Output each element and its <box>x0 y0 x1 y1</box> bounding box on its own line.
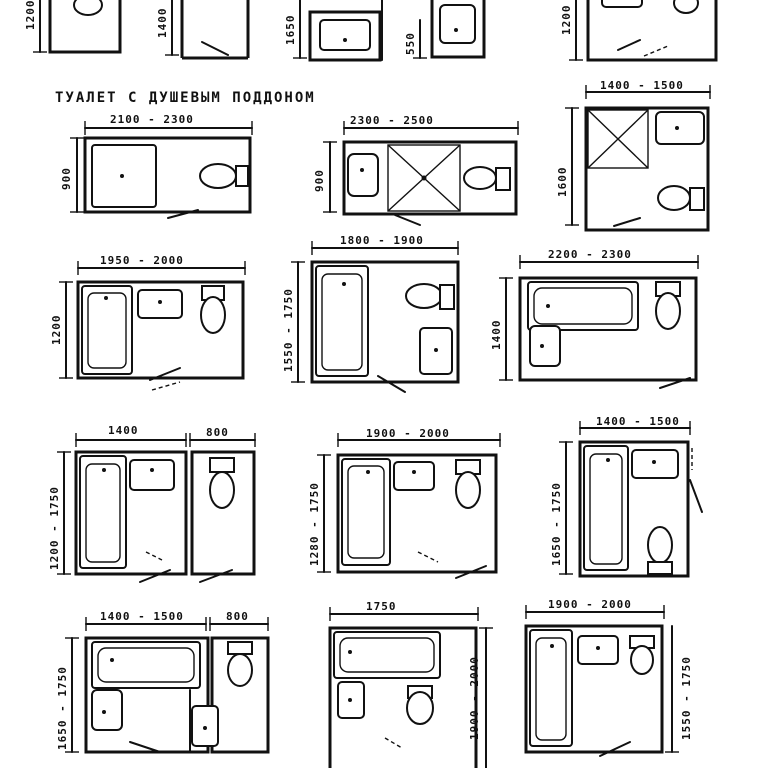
top-dim-4: 550 <box>404 32 417 55</box>
plan-4: 1950 - 2000 1200 <box>50 254 246 391</box>
shower-tray <box>587 109 649 169</box>
plan-8: 1900 - 2000 1280 - 1750 <box>308 427 501 579</box>
plan-1-height: 900 <box>60 167 73 190</box>
plan-7: 1400 800 1200 - 1750 <box>48 424 256 583</box>
plan-10-height: 1650 - 1750 <box>56 666 69 750</box>
bathtub <box>91 641 201 689</box>
bathtub <box>527 281 639 331</box>
plan-9-height: 1650 - 1750 <box>550 482 563 566</box>
plan-5-height: 1550 - 1750 <box>282 288 295 372</box>
toilet-icon <box>73 0 103 16</box>
toilet-icon <box>405 283 443 309</box>
toilet-icon <box>209 471 235 509</box>
sink-icon <box>91 689 123 731</box>
plan-10-width2: 800 <box>226 610 249 623</box>
bathtub <box>81 285 133 375</box>
plan-5-width: 1800 - 1900 <box>340 234 424 247</box>
sink-icon <box>347 153 379 197</box>
top-dim-3: 1650 <box>284 15 297 46</box>
plan-5: 1800 - 1900 1550 - 1750 <box>282 234 460 393</box>
toilet-icon <box>200 296 226 334</box>
plan-8-height: 1280 - 1750 <box>308 482 321 566</box>
sink-icon <box>393 461 435 491</box>
toilet-icon <box>406 691 434 725</box>
toilet-icon <box>630 645 654 675</box>
plan-1: 2100 - 2300 900 <box>60 113 253 219</box>
top-dim-2: 1400 <box>156 8 169 39</box>
section-title: ТУАЛЕТ С ДУШЕВЫМ ПОДДОНОМ <box>55 90 316 106</box>
sink-icon <box>319 19 371 51</box>
toilet-icon-2 <box>673 0 699 14</box>
sink-icon-2 <box>439 4 476 44</box>
bathtub <box>341 458 391 566</box>
bathtub <box>583 445 629 571</box>
plan-11-width: 1750 <box>366 600 397 613</box>
plan-12-height: 1550 - 1750 <box>680 656 693 740</box>
plan-6: 2200 - 2300 1400 <box>490 248 699 389</box>
bathtub <box>79 455 127 569</box>
top-partial-row: 1200 1400 1650 550 1200 <box>24 0 718 62</box>
top-dim-5: 1200 <box>560 5 573 36</box>
toilet-icon <box>647 526 673 564</box>
plan-7-width: 1400 <box>108 424 139 437</box>
plan-12-width: 1900 - 2000 <box>548 598 632 611</box>
sink-icon <box>631 449 679 479</box>
toilet-icon <box>199 163 237 189</box>
sink-icon <box>529 325 561 367</box>
plan-7-height: 1200 - 1750 <box>48 486 61 570</box>
bathtub <box>529 629 573 747</box>
plan-9: 1400 - 1500 1650 - 1750 <box>550 415 703 578</box>
plan-2: 2300 - 2500 900 <box>313 114 519 226</box>
plan-2-width: 2300 - 2500 <box>350 114 434 127</box>
toilet-icon <box>657 185 691 211</box>
plan-3-width: 1400 - 1500 <box>600 79 684 92</box>
bathtub <box>315 265 369 377</box>
plan-11: 1750 1900 - 2000 <box>328 600 493 768</box>
plan-6-height: 1400 <box>490 320 503 351</box>
toilet-icon <box>463 166 497 190</box>
top-dim-1: 1200 <box>24 0 37 30</box>
plan-3-height: 1600 <box>556 167 569 198</box>
bathtub <box>333 631 441 679</box>
shower-tray <box>387 144 461 212</box>
plan-4-width: 1950 - 2000 <box>100 254 184 267</box>
plan-10-width: 1400 - 1500 <box>100 610 184 623</box>
sink-icon <box>129 459 175 491</box>
plan-6-width: 2200 - 2300 <box>548 248 632 261</box>
plan-3: 1400 - 1500 1600 <box>556 79 711 232</box>
plan-8-width: 1900 - 2000 <box>366 427 450 440</box>
plan-7-width2: 800 <box>206 426 229 439</box>
sink-icon <box>655 111 705 145</box>
plan-10: 1400 - 1500 800 1650 - 1750 <box>56 610 270 754</box>
toilet-icon <box>227 653 253 687</box>
toilet-icon <box>655 292 681 330</box>
plan-12: 1900 - 2000 1550 - 1750 <box>524 598 693 757</box>
plan-1-width: 2100 - 2300 <box>110 113 194 126</box>
toilet-icon <box>455 471 481 509</box>
plan-2-height: 900 <box>313 169 326 192</box>
plan-4-height: 1200 <box>50 315 63 346</box>
plan-9-width: 1400 - 1500 <box>596 415 680 428</box>
